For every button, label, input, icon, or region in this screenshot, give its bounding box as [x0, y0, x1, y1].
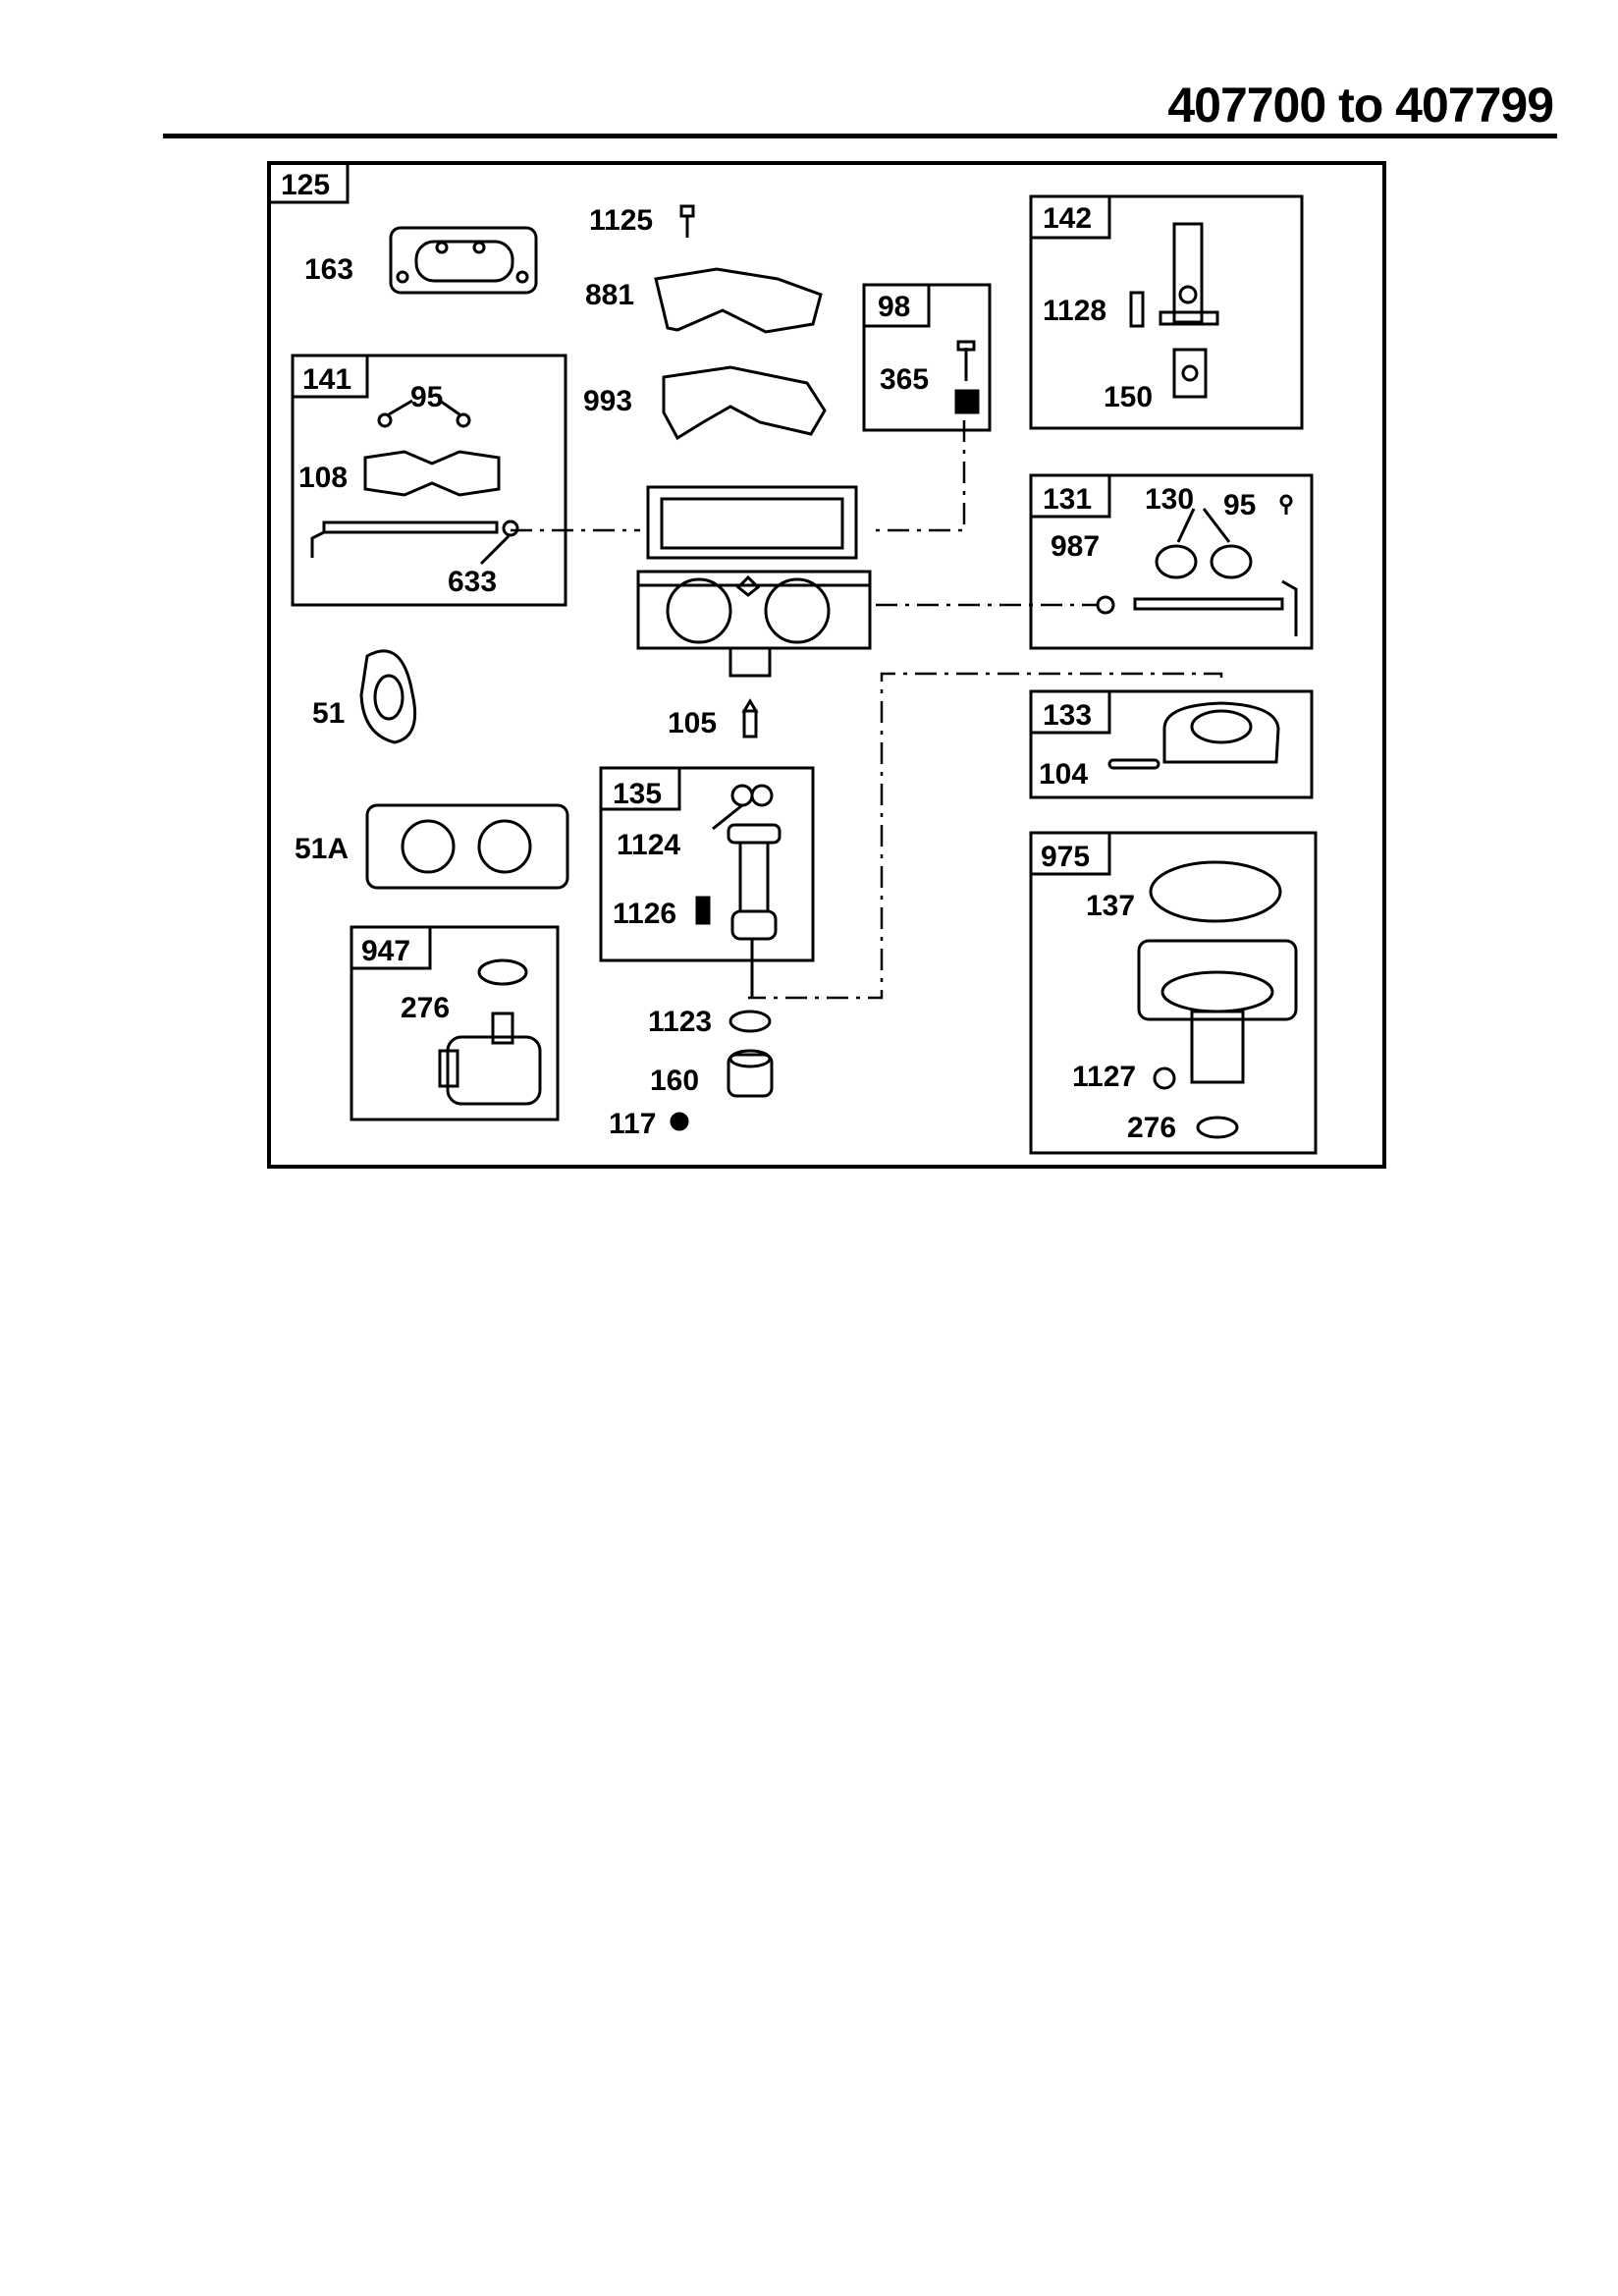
kit-947-label-box — [350, 925, 432, 970]
callout-881: 881 — [585, 279, 634, 311]
kit-142-label-box — [1029, 194, 1111, 240]
callout-108: 108 — [298, 462, 348, 494]
callout-163: 163 — [304, 253, 353, 286]
callout-276-b: 276 — [1127, 1112, 1176, 1144]
part-1126-screw — [695, 896, 711, 925]
callout-51: 51 — [312, 697, 345, 730]
part-975-base — [1137, 939, 1298, 1084]
part-104-pin — [1107, 758, 1160, 770]
part-105-needle — [741, 698, 759, 738]
part-1125-screw — [679, 204, 695, 238]
callout-1128: 1128 — [1043, 295, 1106, 327]
callout-1127: 1127 — [1072, 1061, 1136, 1093]
callout-51A: 51A — [295, 833, 349, 865]
kit-131-frame — [1029, 473, 1314, 650]
part-947-solenoid — [438, 1011, 542, 1106]
callout-1124: 1124 — [617, 829, 680, 861]
connector-133 — [748, 672, 1223, 1000]
part-163-gasket — [389, 226, 538, 295]
carburetor-body — [636, 485, 872, 678]
callout-633: 633 — [448, 566, 497, 598]
kit-98-label: 98 — [878, 291, 910, 323]
part-881-plate — [654, 267, 823, 334]
title-rule — [163, 134, 1557, 138]
part-633-rod — [310, 519, 519, 558]
part-1124-ring — [730, 784, 774, 807]
callout-987: 987 — [1051, 530, 1100, 563]
part-987-linkage — [1096, 579, 1298, 636]
kit-141-label: 141 — [302, 363, 351, 396]
kit-975-label: 975 — [1041, 841, 1090, 873]
part-276-washer-947 — [477, 958, 528, 986]
callout-1125: 1125 — [589, 204, 653, 237]
part-142-bracket — [1159, 222, 1219, 326]
part-160-nut — [727, 1049, 774, 1098]
main-kit-label: 125 — [281, 169, 330, 201]
callout-160: 160 — [650, 1065, 699, 1097]
kit-142-label: 142 — [1043, 202, 1092, 235]
part-130-discs — [1155, 544, 1253, 579]
callout-993: 993 — [583, 385, 632, 417]
part-1123-washer — [728, 1010, 772, 1033]
kit-133-frame — [1029, 689, 1314, 799]
part-95-screw-131 — [1279, 494, 1293, 515]
part-150-plate — [1172, 348, 1208, 399]
callout-365: 365 — [880, 363, 929, 396]
callout-276-a: 276 — [401, 992, 450, 1024]
callout-117: 117 — [609, 1108, 656, 1140]
kit-142-frame — [1029, 194, 1304, 430]
kit-975-label-box — [1029, 831, 1111, 876]
part-133-float — [1162, 701, 1280, 764]
kit-135-frame — [599, 766, 815, 962]
kit-947-frame — [350, 925, 560, 1121]
kit-975-frame — [1029, 831, 1318, 1155]
main-kit-frame — [267, 161, 1386, 1169]
callout-104: 104 — [1039, 758, 1088, 791]
kit-133-label: 133 — [1043, 699, 1092, 732]
kit-135-label: 135 — [613, 778, 662, 810]
part-108-plate — [363, 450, 501, 497]
callout-95-a: 95 — [410, 381, 443, 413]
kit-98-label-box — [862, 283, 931, 328]
kit-135-label-box — [599, 766, 681, 811]
callout-150: 150 — [1104, 381, 1153, 413]
part-365-jet — [954, 340, 980, 414]
kit-947-label: 947 — [361, 935, 410, 967]
part-276-washer-975 — [1196, 1116, 1239, 1139]
part-1128-screw — [1129, 291, 1145, 328]
kit-131-label-box — [1029, 473, 1111, 519]
connector-365 — [876, 420, 966, 532]
kit-141-label-box — [291, 354, 369, 399]
part-993-plate — [662, 365, 827, 441]
main-kit-label-box — [267, 161, 350, 204]
part-51-gasket — [359, 649, 417, 744]
callout-95-b: 95 — [1223, 489, 1256, 521]
callout-1126: 1126 — [613, 898, 676, 930]
callout-130: 130 — [1145, 483, 1194, 516]
kit-141-frame — [291, 354, 567, 607]
part-137-seal — [1149, 860, 1282, 923]
kit-133-label-box — [1029, 689, 1111, 735]
part-51A-gasket — [365, 803, 569, 890]
page-title: 407700 to 407799 — [1167, 78, 1554, 133]
callout-1123: 1123 — [648, 1006, 712, 1038]
callout-137: 137 — [1086, 890, 1135, 922]
callout-105: 105 — [668, 707, 717, 739]
part-135-tube — [727, 823, 782, 941]
kit-131-label: 131 — [1043, 483, 1092, 516]
part-95-screws — [377, 412, 471, 428]
part-117-screw — [670, 1112, 689, 1131]
part-1127-screw — [1153, 1066, 1176, 1090]
